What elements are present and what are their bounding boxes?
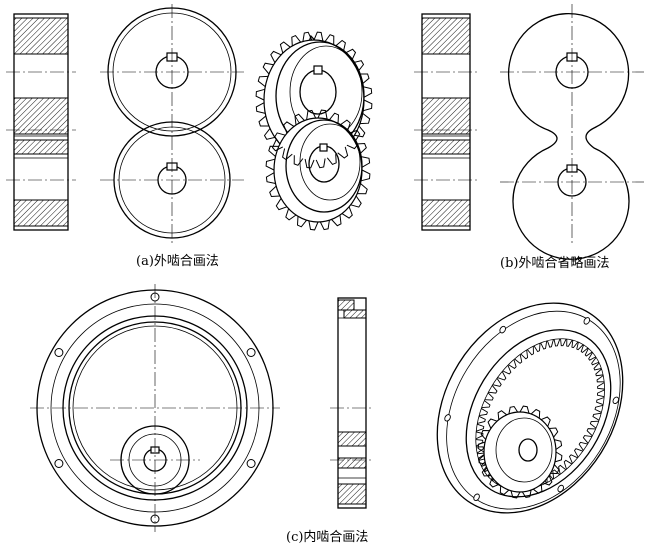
lower-gear-teeth (265, 109, 371, 231)
caption-a: (a)外啮合画法 (136, 254, 219, 269)
section-view-c (330, 297, 374, 509)
caption-c: (c)内啮合画法 (286, 530, 369, 545)
front-view-b (500, 4, 644, 260)
ring-bolt-hole (583, 317, 591, 325)
section-view-a (6, 13, 76, 231)
ring-bolt-holes (444, 317, 620, 501)
bolt-hole (246, 348, 256, 357)
isometric-gear-pair (255, 31, 373, 231)
upper-gear-teeth (255, 31, 373, 169)
upper-teeth-path (255, 31, 373, 169)
pinion-teeth-path (477, 405, 563, 499)
bolt-hole (54, 348, 64, 357)
ring-bolt-hole (444, 414, 451, 422)
bolt-hole (54, 459, 64, 468)
ring-bolt-hole (473, 493, 480, 501)
ring-bolt-hole (612, 396, 620, 405)
bolt-hole (246, 459, 256, 468)
ring-bolt-hole (557, 484, 564, 493)
inner-pinion (477, 405, 563, 499)
section-view-b (414, 13, 478, 231)
caption-b: (b)外啮合省略画法 (500, 256, 610, 271)
isometric-internal-gear (436, 302, 624, 514)
lower-gear (273, 117, 363, 223)
lower-teeth-path (265, 109, 371, 231)
ring-bolt-hole (499, 325, 506, 334)
front-view-a (100, 4, 244, 246)
pinion-teeth (477, 405, 563, 499)
front-view-c (30, 284, 280, 532)
